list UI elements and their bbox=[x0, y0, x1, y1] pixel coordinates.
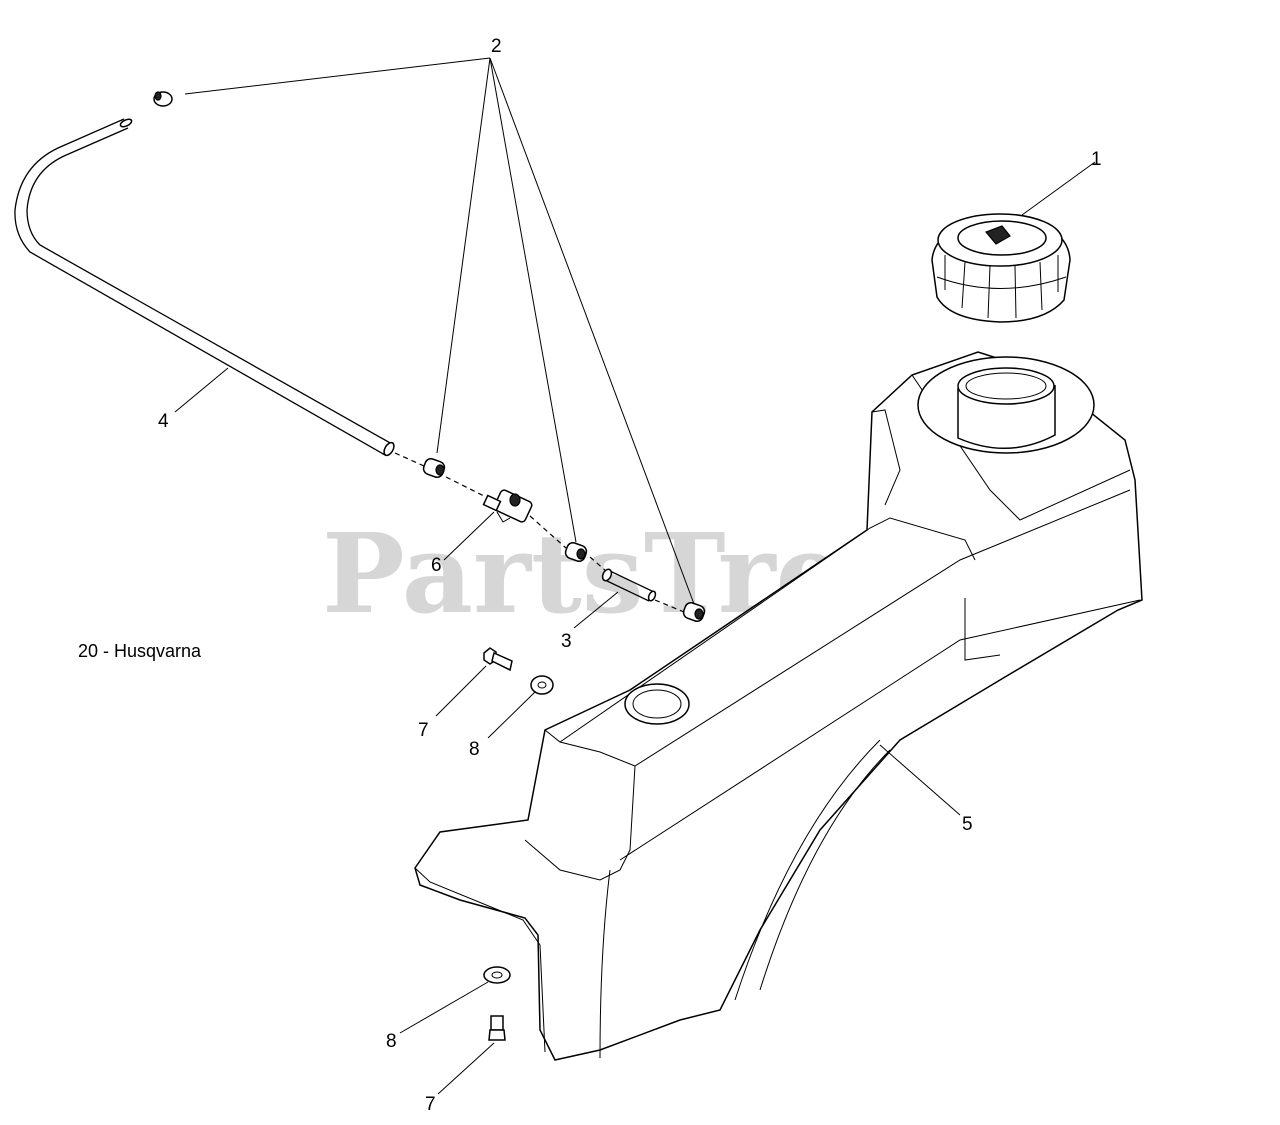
callout-3: 3 bbox=[561, 631, 572, 652]
callout-7-upper: 7 bbox=[418, 720, 429, 741]
callout-7-lower: 7 bbox=[425, 1094, 436, 1115]
callout-1: 1 bbox=[1091, 149, 1102, 170]
callout-8-upper: 8 bbox=[469, 739, 480, 760]
callout-4: 4 bbox=[158, 411, 169, 432]
fuel-shutoff-valve bbox=[482, 489, 533, 523]
hose-clamp-top bbox=[153, 91, 173, 107]
bolt-lower bbox=[488, 1015, 506, 1041]
hose-clamp-1 bbox=[422, 458, 446, 478]
washer-upper bbox=[530, 675, 554, 695]
fuel-cap bbox=[931, 213, 1071, 323]
fuel-tank bbox=[414, 351, 1143, 1061]
bolt-upper bbox=[483, 647, 513, 672]
assembly-line bbox=[394, 452, 685, 613]
callout-2: 2 bbox=[491, 36, 502, 57]
hose-clamp-2 bbox=[564, 542, 588, 562]
diagram-caption: 20 - Husqvarna bbox=[78, 641, 202, 661]
washer-lower bbox=[483, 966, 511, 984]
hose-clamp-3 bbox=[682, 602, 706, 622]
short-hose bbox=[601, 568, 657, 602]
fuel-line bbox=[14, 118, 395, 457]
callout-5: 5 bbox=[962, 814, 973, 835]
leader-lines bbox=[174, 57, 1096, 1095]
callout-6: 6 bbox=[431, 555, 442, 576]
callout-8-lower: 8 bbox=[386, 1031, 397, 1052]
